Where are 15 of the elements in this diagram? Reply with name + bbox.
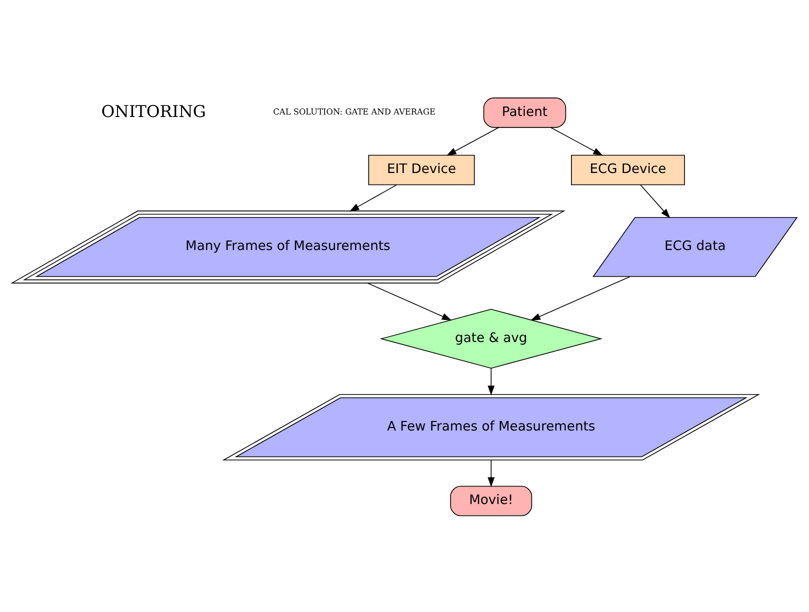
node-box: ECG Device: [571, 154, 685, 186]
node-box: EIT Device: [368, 154, 475, 186]
arrow: [446, 127, 500, 156]
label: ONITORING: [101, 102, 206, 121]
arrow: [366, 282, 452, 320]
arrow: [530, 276, 630, 321]
arrow: [550, 127, 603, 156]
node-box: Patient: [483, 98, 566, 128]
arrow: [640, 184, 670, 218]
label: CAL SOLUTION: GATE AND AVERAGE: [273, 106, 436, 117]
arrow: [488, 460, 495, 488]
arrow: [488, 368, 495, 396]
node-diamond: gate & avg: [380, 308, 602, 369]
arrow: [349, 184, 398, 212]
node-box: Movie!: [450, 486, 532, 516]
